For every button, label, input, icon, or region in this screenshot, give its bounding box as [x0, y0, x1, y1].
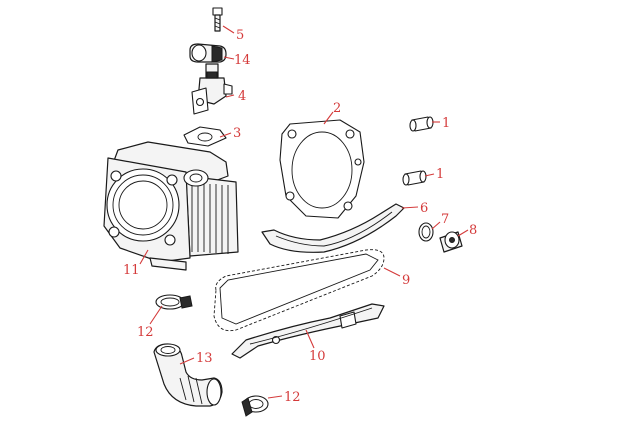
callout-8: 8 [469, 223, 477, 238]
part-cylinder [103, 141, 239, 271]
callout-3: 3 [233, 126, 241, 141]
callout-4: 4 [238, 89, 246, 104]
part-cylinder-gasket [279, 119, 365, 219]
callout-7: 7 [441, 212, 449, 227]
part-hose-clamp-upper [155, 294, 193, 310]
callout-6: 6 [420, 201, 428, 216]
part-collar [189, 43, 227, 63]
callout-1-lower: 1 [436, 167, 444, 182]
callout-2: 2 [333, 101, 341, 116]
callout-14: 14 [234, 53, 251, 68]
part-pivot-bolt [439, 231, 463, 253]
callout-12-upper: 12 [137, 325, 154, 340]
part-o-ring [418, 222, 434, 242]
part-dowel-pin-upper [409, 116, 434, 132]
callout-10: 10 [309, 349, 326, 364]
callout-11: 11 [123, 263, 140, 278]
callout-5: 5 [236, 28, 244, 43]
part-dowel-pin-lower [402, 170, 427, 186]
part-chain-tensioner-guide [231, 303, 385, 359]
part-water-hose [153, 343, 223, 407]
callout-12-lower: 12 [284, 390, 301, 405]
callout-1-upper: 1 [442, 116, 450, 131]
part-bolt [212, 7, 223, 32]
callout-9: 9 [402, 273, 410, 288]
part-chain-tensioner [191, 63, 233, 115]
leader-lines [139, 25, 469, 399]
callout-13: 13 [196, 351, 213, 366]
part-tensioner-gasket [183, 126, 227, 147]
part-timing-chain [213, 249, 385, 332]
part-hose-clamp-lower [241, 395, 269, 417]
